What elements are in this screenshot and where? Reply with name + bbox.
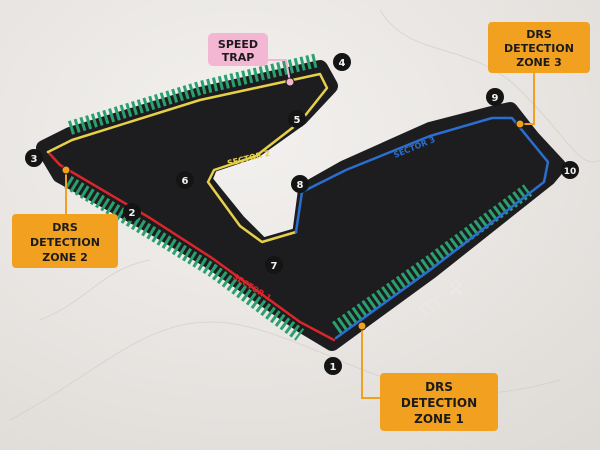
start-grid-chevrons bbox=[418, 293, 441, 315]
turn-badge-6: 6 bbox=[176, 171, 194, 189]
turn-badge-circle bbox=[333, 53, 351, 71]
turn-badge-4: 4 bbox=[333, 53, 351, 71]
checkered-flag-icon bbox=[450, 279, 462, 295]
kerb-top bbox=[67, 53, 320, 135]
turn-badge-9: 9 bbox=[486, 88, 504, 106]
drs-zone-3-line-1: DRS bbox=[526, 28, 552, 41]
speed-trap-line-1: SPEED bbox=[218, 38, 258, 51]
speed-trap-line-2: TRAP bbox=[222, 51, 255, 64]
turn-badge-number: 9 bbox=[492, 93, 499, 104]
turn-badge-number: 7 bbox=[271, 261, 278, 272]
drs2-marker bbox=[61, 165, 71, 175]
drs-zone-1-line-3: ZONE 1 bbox=[414, 412, 464, 426]
drs-zone-1-line-1: DRS bbox=[425, 380, 453, 394]
turn-badge-circle bbox=[25, 149, 43, 167]
sector-3-line bbox=[294, 116, 550, 340]
drs-zone-2-box bbox=[12, 214, 118, 268]
turn-badge-2: 2 bbox=[123, 203, 141, 221]
turn-badge-8: 8 bbox=[291, 175, 309, 193]
turn-badge-circle bbox=[291, 175, 309, 193]
turn-badge-number: 3 bbox=[31, 154, 38, 165]
turn-badge-circle bbox=[176, 171, 194, 189]
turn-badge-circle bbox=[561, 161, 579, 179]
drs-zone-2-line-2: DETECTION bbox=[30, 236, 100, 249]
turn-badge-1: 1 bbox=[324, 357, 342, 375]
speed-trap-callout: SPEED TRAP bbox=[208, 33, 268, 66]
drs-zone-3-box bbox=[488, 22, 590, 73]
kerbs bbox=[64, 53, 533, 341]
speed-trap-marker bbox=[285, 77, 295, 87]
turn-badge-10: 10 bbox=[561, 161, 579, 179]
turn-badge-5: 5 bbox=[288, 110, 306, 128]
sector-2-line bbox=[46, 72, 329, 244]
turn-badge-number: 8 bbox=[297, 180, 304, 191]
speed-trap-box bbox=[208, 33, 268, 66]
turn-badges: 1 2 3 4 5 6 7 8 9 10 bbox=[25, 53, 579, 375]
turn-badge-circle bbox=[324, 357, 342, 375]
kerb-left bbox=[64, 176, 305, 341]
drs1-connector bbox=[361, 326, 380, 399]
drs-zone-1-callout: DRS DETECTION ZONE 1 bbox=[380, 373, 498, 431]
drs1-marker bbox=[357, 321, 367, 331]
sector-1-line bbox=[46, 150, 336, 342]
turn-badge-circle bbox=[486, 88, 504, 106]
drs-zone-1-line-2: DETECTION bbox=[401, 396, 477, 410]
drs-zone-3-line-2: DETECTION bbox=[504, 42, 574, 55]
sector-lines bbox=[46, 72, 550, 342]
drs-zone-2-callout: DRS DETECTION ZONE 2 bbox=[12, 214, 118, 268]
turn-badge-number: 2 bbox=[129, 208, 136, 219]
drs-zone-2-line-3: ZONE 2 bbox=[42, 251, 88, 264]
drs-zone-2-line-1: DRS bbox=[52, 221, 78, 234]
turn-badge-number: 10 bbox=[564, 167, 577, 177]
drs3-connector bbox=[520, 72, 535, 125]
turn-badge-circle bbox=[123, 203, 141, 221]
turn-badge-number: 4 bbox=[339, 58, 346, 69]
drs-zone-3-line-3: ZONE 3 bbox=[516, 56, 562, 69]
turn-badge-7: 7 bbox=[265, 256, 283, 274]
turn-badge-circle bbox=[265, 256, 283, 274]
turn-badge-3: 3 bbox=[25, 149, 43, 167]
marker-dots bbox=[61, 77, 525, 331]
kerb-right bbox=[331, 184, 533, 334]
drs-zone-3-callout: DRS DETECTION ZONE 3 bbox=[488, 22, 590, 73]
turn-badge-circle bbox=[288, 110, 306, 128]
turn-badge-number: 1 bbox=[330, 362, 337, 373]
drs3-marker bbox=[515, 119, 525, 129]
turn-badge-number: 5 bbox=[294, 115, 301, 126]
turn-badge-number: 6 bbox=[182, 176, 189, 187]
drs-zone-1-box bbox=[380, 373, 498, 431]
